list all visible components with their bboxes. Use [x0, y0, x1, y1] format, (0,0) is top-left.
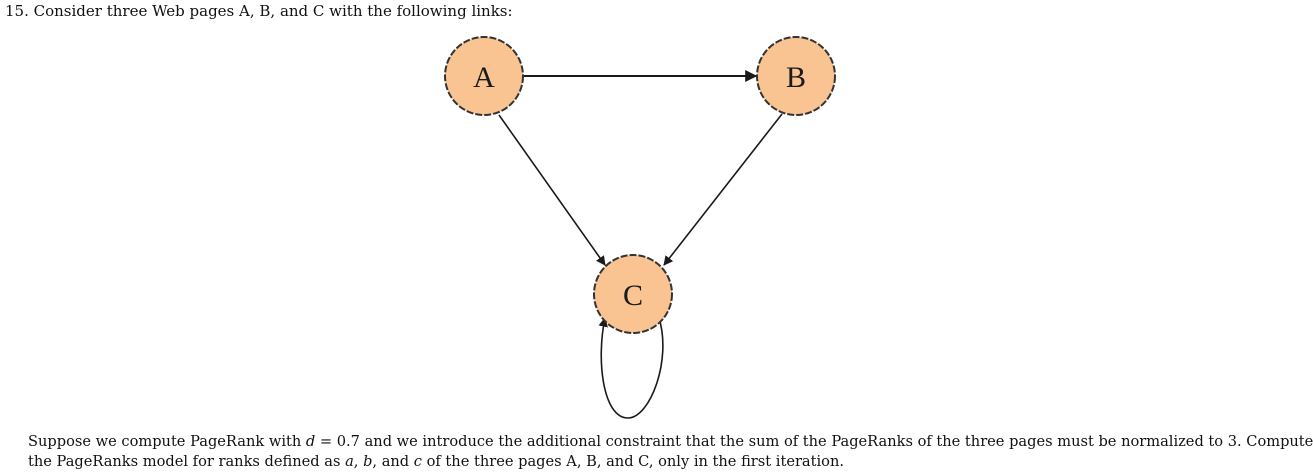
edge-b-to-c: [663, 113, 783, 266]
rank-variable-b: b: [363, 453, 373, 470]
node-c-label: C: [623, 279, 643, 312]
node-b: B: [756, 36, 836, 116]
node-a-label: A: [473, 61, 495, 94]
question-title: 15. Consider three Web pages A, B, and C…: [5, 2, 513, 20]
edge-a-to-c: [498, 114, 606, 266]
problem-line-2-end: of the three pages A, B, and C, only in …: [421, 453, 844, 470]
edge-c-self-loop: [598, 317, 664, 419]
node-a-circle: [444, 36, 524, 116]
rank-variable-a: a: [345, 453, 354, 470]
problem-line-1-start: Suppose we compute PageRank with: [28, 433, 306, 450]
damping-variable: d: [305, 433, 316, 450]
problem-statement: Suppose we compute PageRank with d = 0.7…: [28, 432, 1313, 472]
problem-line-1: Suppose we compute PageRank with d = 0.7…: [28, 432, 1313, 452]
separator-2: , and: [372, 453, 414, 470]
problem-line-2-start: the PageRanks model for ranks defined as: [28, 453, 346, 470]
separator-1: ,: [353, 453, 364, 470]
link-graph-diagram: A B C: [444, 36, 836, 419]
node-c: C: [593, 254, 673, 334]
problem-line-2: the PageRanks model for ranks defined as…: [28, 452, 1248, 472]
problem-line-1-end: = 0.7 and we introduce the additional co…: [315, 433, 1313, 450]
rank-variable-c: c: [413, 453, 422, 470]
node-a: A: [444, 36, 524, 116]
node-b-label: B: [786, 61, 806, 94]
node-c-circle: [593, 254, 673, 334]
node-b-circle: [756, 36, 836, 116]
